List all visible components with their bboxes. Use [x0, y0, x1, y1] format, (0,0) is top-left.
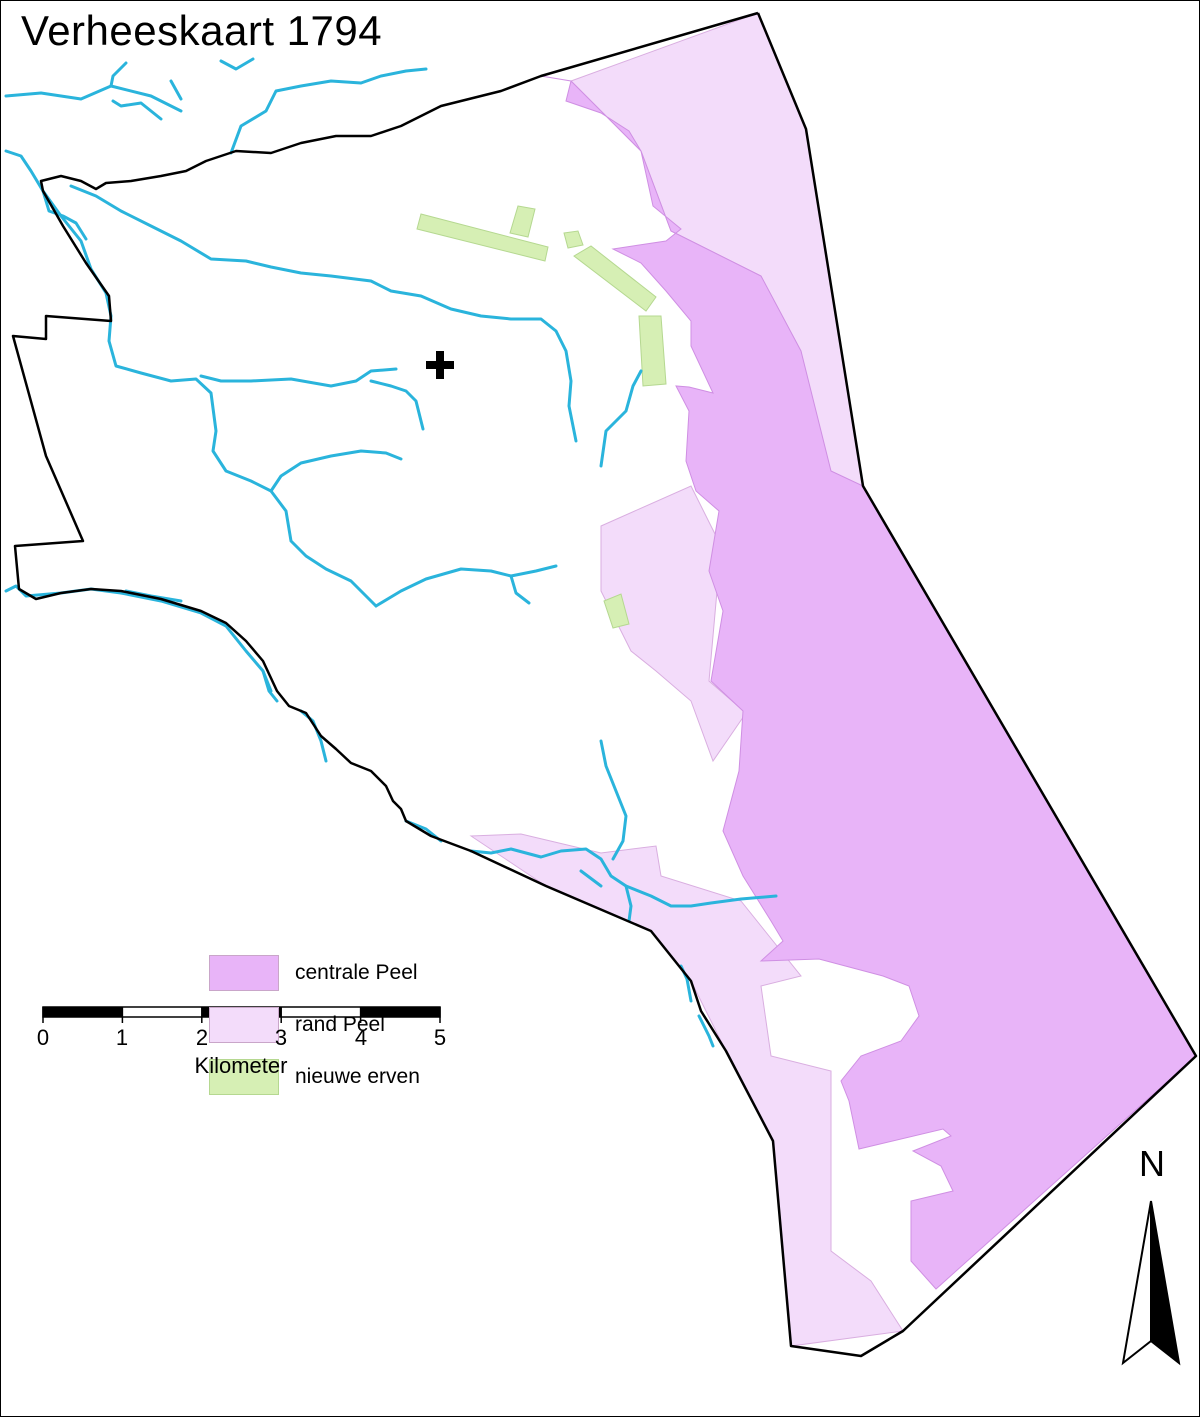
rand-peel-regions	[469, 12, 904, 1347]
river-line	[4, 149, 378, 608]
nieuwe-erven-patch	[563, 230, 584, 249]
river-line	[624, 884, 778, 908]
nieuwe-erven-patches	[416, 205, 667, 629]
centrale-peel-area	[540, 75, 1197, 1290]
river-line	[41, 189, 88, 241]
scale-tick-label: 5	[433, 1025, 447, 1050]
nieuwe-erven-patch	[638, 315, 667, 387]
river-line	[4, 584, 273, 693]
legend-label: rand Peel	[295, 1013, 385, 1036]
river-line	[229, 67, 428, 155]
river-line	[269, 449, 403, 493]
legend-swatch-centrale-peel	[209, 955, 279, 991]
river-line	[579, 869, 603, 888]
river-line	[261, 669, 279, 703]
nieuwe-erven-patch	[509, 205, 536, 238]
centrale-peel-regions	[540, 75, 1197, 1290]
scale-tick-label: 2	[195, 1025, 209, 1050]
boundary-line	[11, 11, 1198, 1358]
nieuwe-erven-patch	[416, 213, 549, 262]
legend-swatch-rand-peel	[209, 1007, 279, 1043]
north-label: N	[1139, 1143, 1165, 1184]
scale-tick-label: 4	[354, 1025, 368, 1050]
river-line	[599, 369, 643, 468]
scale-segment-black	[360, 1007, 440, 1017]
study-area-boundary	[11, 11, 1198, 1358]
river-line	[697, 1014, 715, 1048]
river-line	[509, 574, 531, 605]
legend-label: centrale Peel	[295, 961, 418, 984]
river-line	[599, 739, 628, 861]
river-line	[369, 379, 425, 431]
rand-peel-area-south	[469, 833, 904, 1347]
river-line	[4, 84, 183, 113]
river-line	[219, 57, 255, 71]
scale-unit-label: Kilometer	[194, 1053, 288, 1078]
map-title: Verheeskaart 1794	[21, 7, 383, 54]
river-line	[69, 184, 578, 443]
river-line	[109, 61, 128, 88]
rand-peel-area-middle	[600, 485, 747, 763]
scale-segment-black	[43, 1007, 123, 1017]
legend-swatch-nieuwe-erven	[209, 1059, 279, 1095]
legend-label: nieuwe erven	[295, 1065, 420, 1088]
river-line	[199, 367, 398, 388]
church-cross-icon	[426, 351, 454, 379]
nieuwe-erven-patch	[603, 593, 630, 629]
nieuwe-erven-patch	[573, 245, 657, 312]
river-line	[111, 99, 163, 121]
river-line	[469, 847, 633, 923]
scale-tick-label: 0	[36, 1025, 50, 1050]
scale-tick-label: 3	[274, 1025, 288, 1050]
scale-tick-label: 1	[115, 1025, 129, 1050]
river-line	[374, 564, 558, 608]
north-arrow-icon	[1121, 1200, 1181, 1366]
river-line	[169, 79, 183, 101]
